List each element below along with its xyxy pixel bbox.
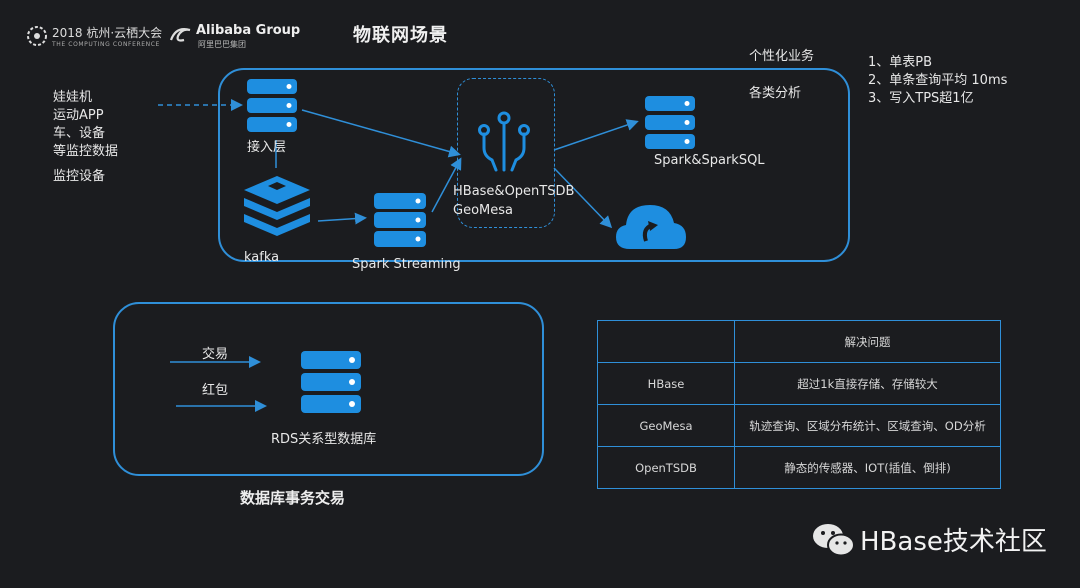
table-cell: OpenTSDB [597,446,735,489]
hbase-to-sparksql-arrow [553,119,639,151]
spark-streaming-server-icon [374,193,426,247]
rds-server-icon [301,351,361,413]
comparison-table: 解决问题 HBase 超过1k直接存储、存储较大 GeoMesa 轨迹查询、区域… [597,320,1001,489]
spark-sql-server-icon [645,96,695,149]
table-row: OpenTSDB 静态的传感器、IOT(插值、倒排) [597,446,1001,489]
alibaba-cn-name: 阿里巴巴集团 [198,40,246,49]
monitor-device-label: 监控设备 [53,169,106,184]
brand-label: HBase技术社区 [860,527,1047,557]
table-row: GeoMesa 轨迹查询、区域分布统计、区域查询、OD分析 [597,404,1001,447]
table-header-row: 解决问题 [597,320,1001,363]
rds-label: RDS关系型数据库 [271,432,377,447]
conference-title: 2018 杭州·云栖大会 [52,26,163,40]
access-to-hbase-arrow [301,109,461,158]
note-item-2: 3、写入TPS超1亿 [868,91,974,106]
rds-section-title: 数据库事务交易 [240,489,346,507]
cloud-upload-icon [616,205,686,249]
table-cell: 超过1k直接存储、存储较大 [734,362,1001,405]
source-item-3: 等监控数据 [53,144,119,159]
access-layer-label: 接入层 [247,140,287,155]
geomesa-label: GeoMesa [453,203,513,218]
table-row: HBase 超过1k直接存储、存储较大 [597,362,1001,405]
hbase-opentsdb-label: HBase&OpenTSDB [453,184,575,199]
spark-streaming-label: Spark Streaming [352,257,461,272]
table-cell: 轨迹查询、区域分布统计、区域查询、OD分析 [734,404,1001,447]
conference-logo-icon [27,26,47,46]
conference-logo [26,25,48,51]
table-cell: GeoMesa [597,404,735,447]
kafka-to-spark-arrow [317,212,367,225]
kafka-stack-icon [244,176,310,236]
rds-box [113,302,544,476]
iot-pipeline-box [218,68,850,262]
table-cell: HBase [597,362,735,405]
source-item-1: 运动APP [53,108,104,123]
personal-business-label: 个性化业务 [749,49,815,64]
alibaba-logo [168,24,196,50]
source-item-2: 车、设备 [53,126,106,141]
note-item-0: 1、单表PB [868,55,933,70]
table-header-cell [597,320,735,363]
conference-subtitle: THE COMPUTING CONFERENCE [52,41,160,48]
alibaba-name: Alibaba Group [196,23,301,38]
note-item-1: 2、单条查询平均 10ms [868,73,1008,88]
wechat-icon [812,522,856,562]
hbase-to-cloud-arrow [553,167,613,229]
spark-to-hbase-arrow [431,157,462,213]
table-header-cell: 解决问题 [734,320,1001,363]
trade-label: 交易 [202,347,229,362]
hbase-circuit-icon [478,111,530,172]
kafka-label: kafka [244,250,280,265]
access-layer-server-icon [247,79,297,132]
alibaba-logo-icon [169,28,191,42]
analysis-label: 各类分析 [749,86,802,101]
page-title: 物联网场景 [353,25,448,46]
table-cell: 静态的传感器、IOT(插值、倒排) [734,446,1001,489]
source-item-0: 娃娃机 [53,90,93,105]
spark-sql-label: Spark&SparkSQL [654,153,765,168]
redpacket-label: 红包 [202,383,229,398]
